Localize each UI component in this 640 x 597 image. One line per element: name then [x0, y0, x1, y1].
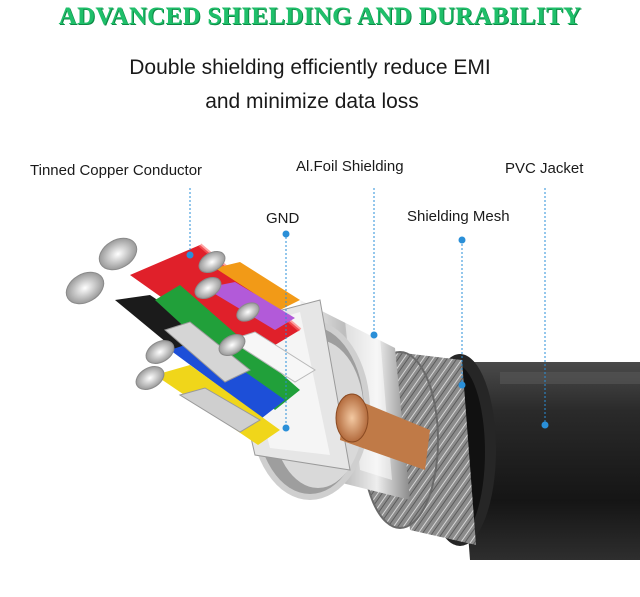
page-title: ADVANCED SHIELDING AND DURABILITY	[58, 3, 582, 30]
dot-shielding-mesh	[458, 381, 466, 389]
callout-pvc-jacket: PVC Jacket	[505, 160, 584, 177]
tinned-wire-ends	[65, 237, 260, 390]
dot-tinned-copper	[186, 251, 194, 259]
callout-gnd: GND	[266, 210, 300, 227]
callout-shielding-mesh: Shielding Mesh	[407, 208, 510, 225]
subtitle-line-2: and minimize data loss	[205, 90, 419, 113]
callout-leaders	[189, 188, 546, 428]
callout-al-foil-shielding: Al.Foil Shielding	[296, 158, 404, 175]
dot-gnd	[282, 424, 290, 432]
dot-gnd-top	[282, 230, 290, 238]
dot-al-foil	[370, 331, 378, 339]
copper-drain-wire	[335, 393, 430, 470]
callout-dots	[186, 230, 549, 432]
subtitle-line-1: Double shielding efficiently reduce EMI	[129, 56, 491, 79]
callout-tinned-copper-conductor: Tinned Copper Conductor	[30, 162, 203, 179]
dot-pvc-jacket	[541, 421, 549, 429]
dot-shielding-mesh-top	[458, 236, 466, 244]
